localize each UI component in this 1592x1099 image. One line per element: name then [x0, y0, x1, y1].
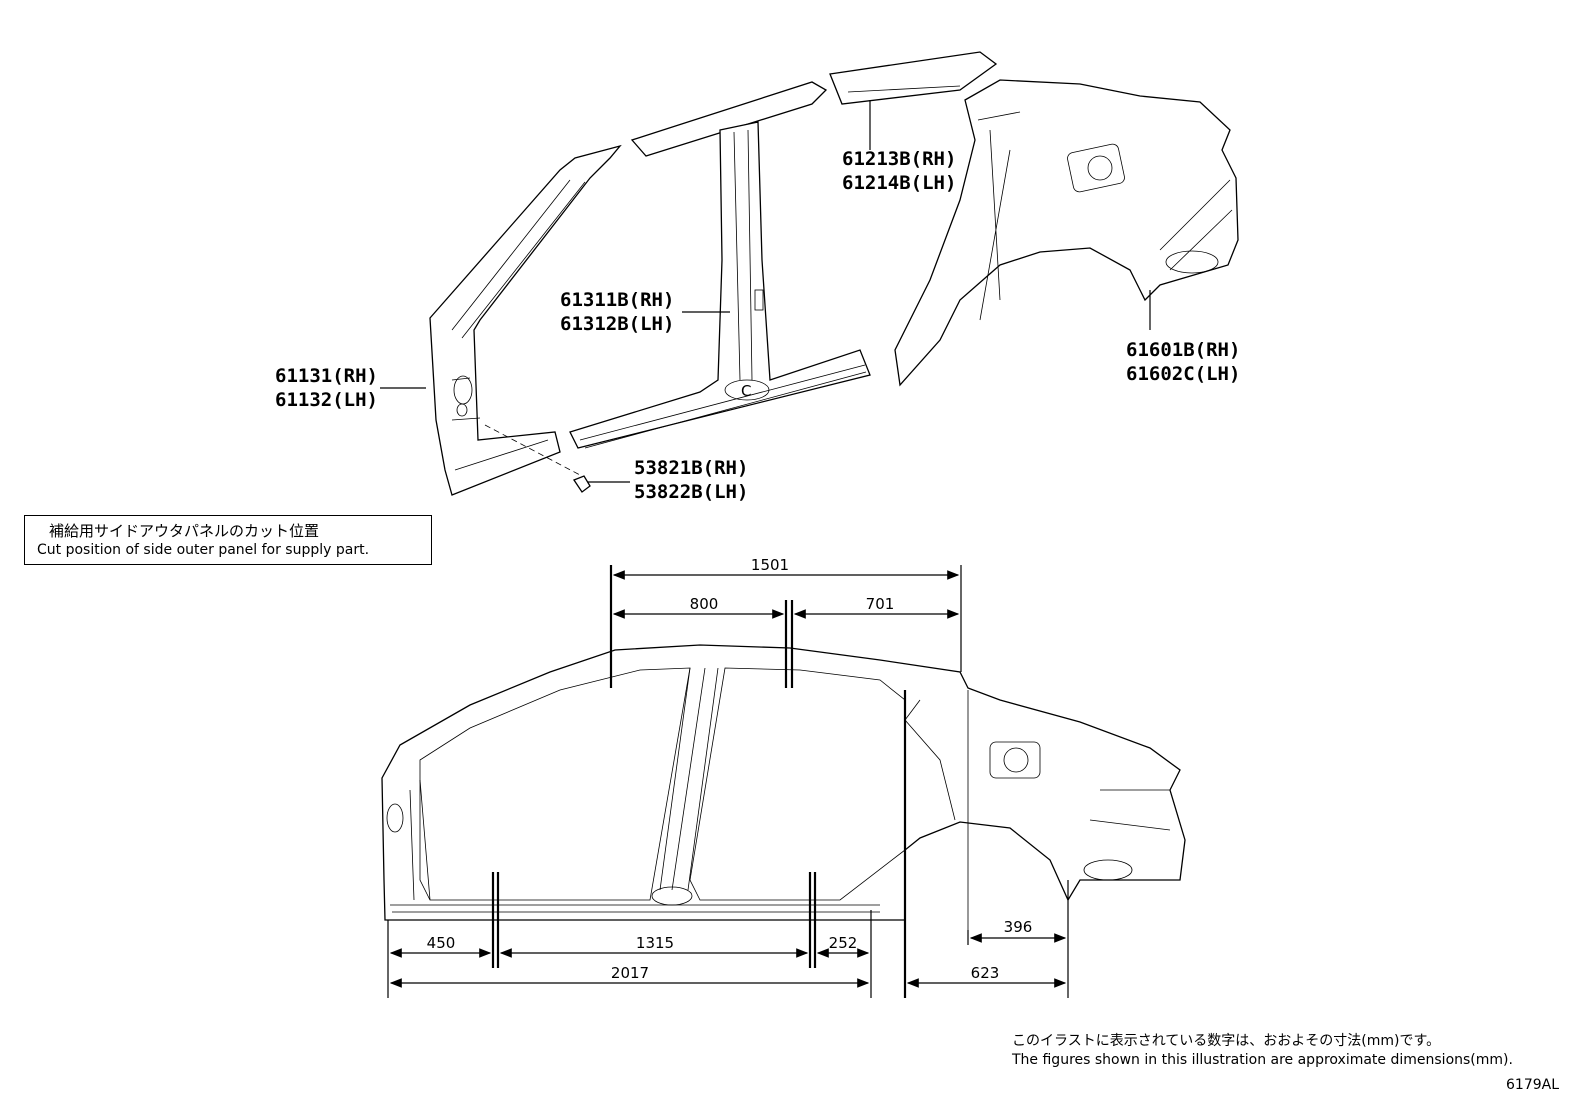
- figure-id: 6179AL: [1506, 1077, 1560, 1093]
- center-pillar-panel: [569, 121, 871, 449]
- dim-bottom-mid: 1315: [636, 934, 674, 952]
- exploded-view: C: [380, 51, 1239, 496]
- dim-rear-lower: 623: [971, 964, 1000, 982]
- part-label-center-pillar-lh: 61312B(LH): [560, 313, 674, 335]
- side-outer-panel: [381, 644, 1186, 921]
- footnote-jp: このイラストに表示されている数字は、おおよその寸法(mm)です。: [1012, 1033, 1441, 1049]
- part-label-quarter-lh: 61602C(LH): [1126, 363, 1240, 385]
- part-label-roof-side-lh: 61214B(LH): [842, 172, 956, 194]
- cut-note-jp: 補給用サイドアウタパネルのカット位置: [49, 522, 320, 540]
- front-pillar-panel: [429, 144, 622, 496]
- dim-top-total: 1501: [751, 556, 789, 574]
- part-label-front-pillar-rh: 61131(RH): [275, 365, 378, 387]
- part-label-quarter-rh: 61601B(RH): [1126, 339, 1240, 361]
- plug: [573, 475, 591, 493]
- footnote-en: The figures shown in this illustration a…: [1012, 1052, 1513, 1068]
- dim-top-right: 701: [866, 595, 895, 613]
- part-label-roof-side-rh: 61213B(RH): [842, 148, 956, 170]
- dim-rear-upper: 396: [1004, 918, 1033, 936]
- roof-rail-front: [630, 81, 828, 157]
- quarter-panel: [894, 79, 1239, 387]
- part-label-front-pillar-lh: 61132(LH): [275, 389, 378, 411]
- dim-bottom-left: 450: [427, 934, 456, 952]
- part-label-center-pillar-rh: 61311B(RH): [560, 289, 674, 311]
- part-label-plug-rh: 53821B(RH): [634, 457, 748, 479]
- svg-text:C: C: [741, 382, 751, 400]
- dim-bottom-right: 252: [829, 934, 858, 952]
- dimension-lines: [387, 565, 1069, 998]
- part-label-plug-lh: 53822B(LH): [634, 481, 748, 503]
- cut-note-en: Cut position of side outer panel for sup…: [37, 542, 370, 558]
- side-view: [381, 565, 1186, 998]
- dim-bottom-total: 2017: [611, 964, 649, 982]
- cut-position-note: 補給用サイドアウタパネルのカット位置 Cut position of side …: [24, 515, 432, 565]
- dim-top-left: 800: [690, 595, 719, 613]
